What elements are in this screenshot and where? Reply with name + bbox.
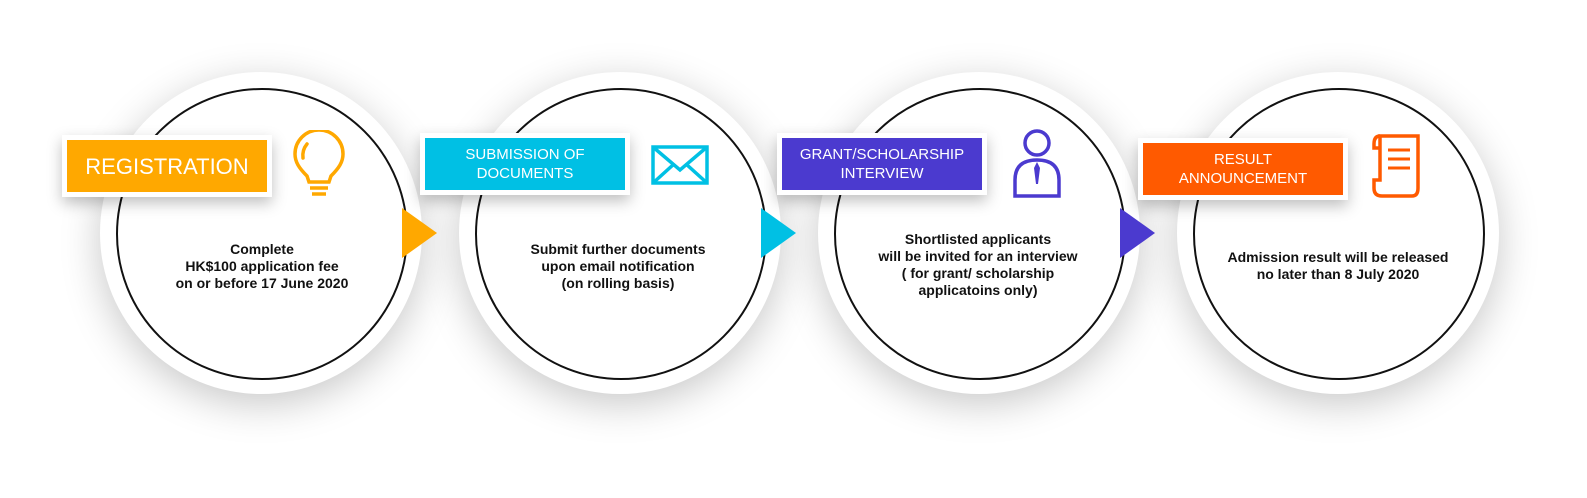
step-label-registration: REGISTRATION xyxy=(62,135,272,197)
description-line: Complete xyxy=(230,241,294,257)
envelope-icon xyxy=(651,145,709,185)
description-line: will be invited for an interview xyxy=(878,248,1078,264)
arrow-right-icon xyxy=(1120,208,1155,258)
lightbulb-icon xyxy=(293,130,345,196)
description-line: applicatoins only) xyxy=(918,282,1038,298)
scroll-document-icon xyxy=(1372,134,1420,198)
arrow-right-icon xyxy=(761,208,796,258)
step-description: Admission result will be released no lat… xyxy=(1203,249,1473,283)
description-line: Shortlisted applicants xyxy=(904,231,1052,247)
step-label-result: RESULT ANNOUNCEMENT xyxy=(1138,138,1348,200)
step-circle xyxy=(1193,88,1485,380)
step-circle xyxy=(116,88,408,380)
step-description: Shortlisted applicants will be invited f… xyxy=(843,231,1113,299)
description-line: (on rolling basis) xyxy=(561,275,675,291)
description-line: Submit further documents xyxy=(530,241,706,257)
step-label-interview: GRANT/SCHOLARSHIP INTERVIEW xyxy=(777,133,987,195)
description-line: on or before 17 June 2020 xyxy=(175,275,349,291)
step-description: Complete HK$100 application fee on or be… xyxy=(127,241,397,292)
description-line: ( for grant/ scholarship xyxy=(901,265,1055,281)
step-circle xyxy=(475,88,767,380)
description-line: no later than 8 July 2020 xyxy=(1256,266,1420,282)
description-line: upon email notification xyxy=(541,258,695,274)
description-line: Admission result will be released xyxy=(1227,249,1449,265)
step-label-submission: SUBMISSION OF DOCUMENTS xyxy=(420,133,630,195)
step-description: Submit further documents upon email noti… xyxy=(483,241,753,292)
arrow-right-icon xyxy=(402,208,437,258)
description-line: HK$100 application fee xyxy=(185,258,339,274)
person-tie-icon xyxy=(1013,129,1061,198)
